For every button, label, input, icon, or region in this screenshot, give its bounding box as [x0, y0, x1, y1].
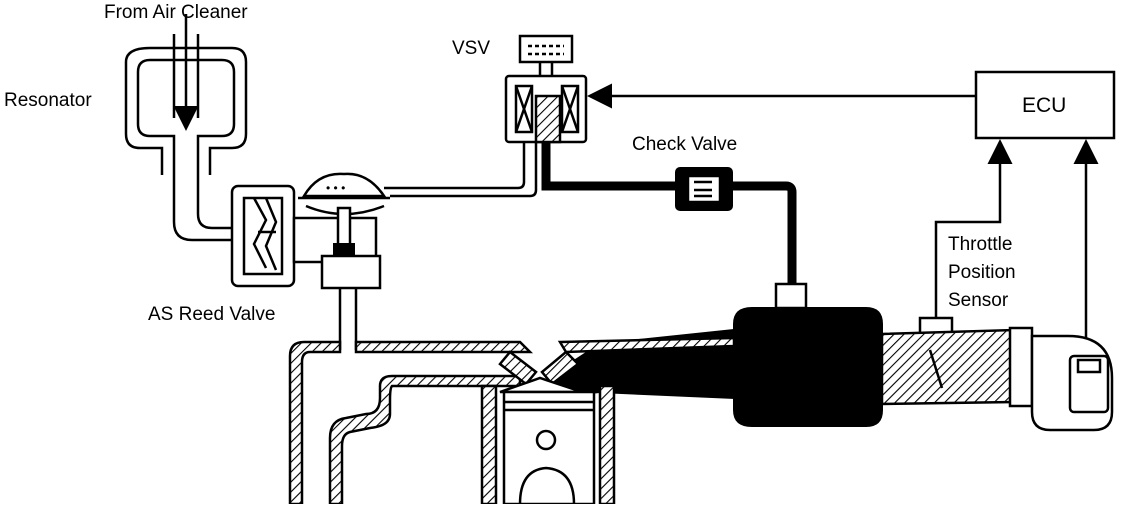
resonator — [124, 46, 248, 175]
as-reed-valve — [230, 184, 382, 290]
label-position: Position — [948, 262, 1016, 283]
engine-head — [288, 336, 736, 506]
sensor-signal-lines — [934, 139, 1099, 360]
label-throttle: Throttle — [948, 234, 1012, 255]
label-as-reed-valve: AS Reed Valve — [148, 304, 275, 325]
label-sensor: Sensor — [948, 290, 1009, 311]
piston — [502, 390, 596, 506]
airflow-meter — [1068, 354, 1110, 414]
vacuum-hose-thick — [541, 142, 797, 290]
resonator-outlet-pipe — [172, 175, 232, 242]
label-check-valve: Check Valve — [632, 134, 737, 155]
vsv-solenoid — [504, 34, 588, 144]
diaphragm-valve: • • • — [298, 172, 390, 255]
ecu-box — [974, 70, 1116, 140]
reed-valve-outlet-pipe — [338, 288, 358, 350]
check-valve — [675, 167, 733, 211]
air-inlet-pipe — [172, 14, 200, 131]
svg-text:• • •: • • • — [326, 181, 345, 195]
label-ecu: ECU — [1022, 94, 1066, 117]
label-from-air-cleaner: From Air Cleaner — [104, 2, 248, 23]
label-vsv: VSV — [452, 38, 490, 59]
label-resonator: Resonator — [4, 90, 92, 111]
intake-plenum — [546, 282, 1114, 432]
vacuum-hose-to-vsv — [384, 142, 538, 198]
